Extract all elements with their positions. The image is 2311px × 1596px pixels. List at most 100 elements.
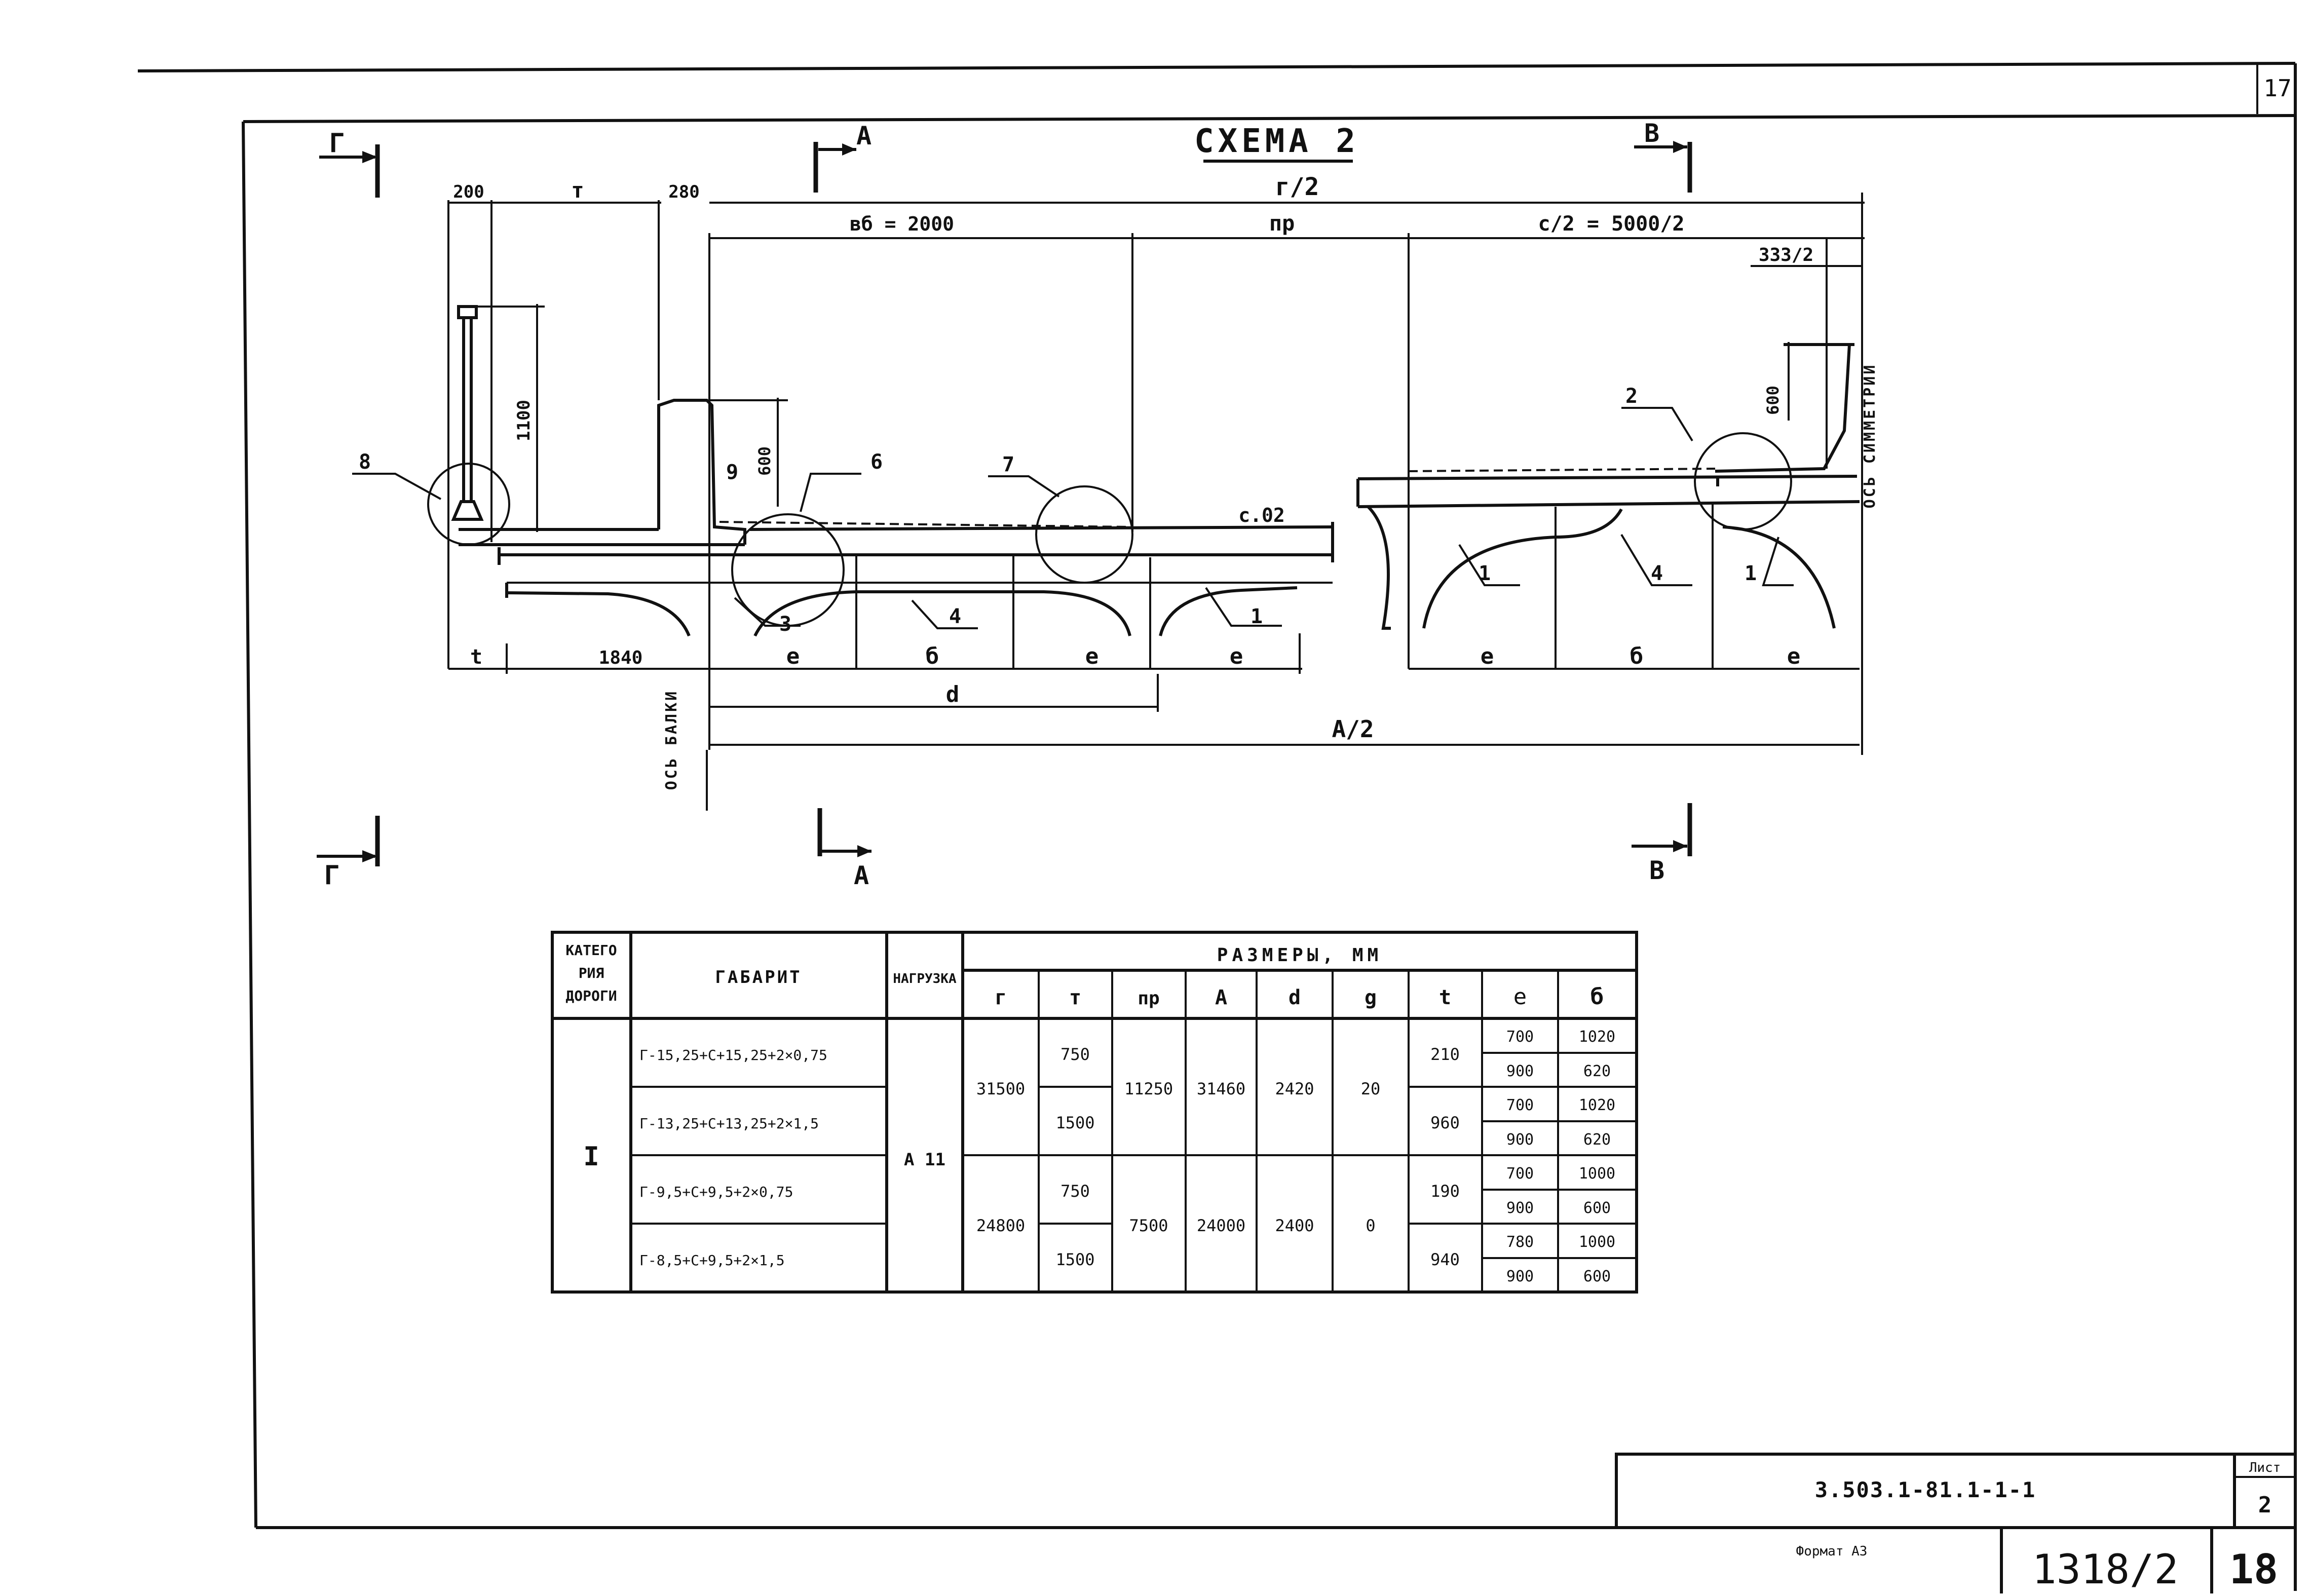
th-load: НАГРУЗКА (893, 971, 957, 986)
corner-number: 17 (2263, 74, 2291, 102)
dim-600: 600 (755, 446, 774, 476)
td-t2-2: 960 (1430, 1113, 1460, 1132)
section-v-top: В (1644, 119, 1659, 148)
th-pr: пр (1138, 988, 1159, 1009)
dim-b2: б (1630, 643, 1644, 669)
dim-half-g: г/2 (1275, 173, 1319, 201)
dim-slope: с.02 (1238, 504, 1285, 526)
callout-3: 3 (779, 613, 791, 636)
sheet-frame (137, 62, 2297, 1591)
section-a-bottom: А (854, 861, 869, 890)
td-g2-2: 0 (1366, 1216, 1375, 1235)
dim-top-t: т (571, 178, 584, 203)
td-b-6: 600 (1583, 1199, 1611, 1217)
dim-top-280: 280 (668, 182, 699, 202)
th-g2: g (1365, 986, 1377, 1009)
td-g2-1: 20 (1361, 1079, 1381, 1098)
td-t2-1: 210 (1430, 1045, 1460, 1064)
td-e-3: 700 (1506, 1096, 1534, 1114)
sheet-label: Лист (2249, 1460, 2281, 1475)
section-a-top: А (856, 121, 872, 150)
td-A-1: 31460 (1197, 1079, 1245, 1098)
section-g-top: Г (329, 128, 345, 159)
section-g-bottom: Г (324, 860, 339, 891)
sheet-number: 2 (2258, 1492, 2272, 1518)
scheme-title: СХЕМА 2 (1194, 123, 1359, 160)
archive-sheet: 18 (2229, 1546, 2278, 1593)
td-pr-1: 11250 (1124, 1079, 1173, 1098)
top-dimensions (447, 193, 1865, 755)
td-e-6: 900 (1506, 1199, 1534, 1217)
callout-1a: 1 (1251, 605, 1263, 628)
beam-axis-label: ОСЬ БАЛКИ (663, 690, 680, 790)
callout-7: 7 (1002, 453, 1014, 476)
dim-d: d (946, 681, 960, 707)
doc-code: 3.503.1-81.1-1-1 (1815, 1477, 2036, 1502)
callout-1c: 1 (1745, 562, 1757, 585)
dim-c-half: с/2 = 5000/2 (1538, 212, 1685, 236)
td-pr-2: 7500 (1129, 1216, 1168, 1235)
th-t2: t (1439, 986, 1451, 1009)
dim-1100: 1100 (514, 400, 534, 441)
td-t2-4: 940 (1430, 1250, 1460, 1269)
th-category-1: КАТЕГО (565, 942, 617, 959)
bottom-dimensions (448, 633, 1860, 811)
dim-k-half: ЗЗЗ/2 (1759, 245, 1813, 265)
th-t: т (1069, 986, 1081, 1009)
td-d-1: 2420 (1275, 1079, 1314, 1098)
section-marks (317, 141, 1692, 866)
format-label: Формат А3 (1796, 1544, 1868, 1559)
th-g: г (995, 986, 1007, 1009)
dim-9: 9 (726, 461, 738, 484)
td-t-1: 750 (1060, 1045, 1090, 1064)
dim-e2: е (1085, 643, 1099, 669)
td-g-1: 31500 (976, 1079, 1025, 1098)
td-b-8: 600 (1583, 1268, 1611, 1285)
th-e: е (1513, 984, 1527, 1010)
td-gabarit-3: Г-9,5+С+9,5+2×0,75 (639, 1184, 793, 1200)
td-category: I (583, 1142, 599, 1172)
dim-b1: б (926, 643, 939, 669)
td-gabarit-1: Г-15,25+С+15,25+2×0,75 (639, 1047, 827, 1063)
th-A: А (1215, 986, 1227, 1009)
callout-4b: 4 (1651, 562, 1663, 585)
td-b-2: 620 (1583, 1062, 1611, 1080)
dim-e5: е (1787, 643, 1801, 669)
title-block (1615, 1453, 2297, 1593)
th-category-2: РИЯ (579, 965, 604, 981)
td-d-2: 2400 (1275, 1216, 1314, 1235)
cross-section-right (1356, 238, 1860, 669)
td-gabarit-4: Г-8,5+С+9,5+2×1,5 (639, 1252, 785, 1269)
section-v-bottom: В (1649, 856, 1664, 885)
cross-section-left (427, 304, 1334, 669)
td-e-7: 780 (1506, 1233, 1534, 1251)
td-t-4: 1500 (1055, 1250, 1094, 1269)
td-b-7: 1000 (1579, 1233, 1615, 1251)
dim-600b: 600 (1763, 386, 1783, 415)
td-e-5: 700 (1506, 1165, 1534, 1183)
dim-bot-1840: 1840 (599, 648, 643, 668)
td-gabarit-2: Г-13,25+С+13,25+2×1,5 (639, 1115, 819, 1132)
th-d: d (1289, 986, 1301, 1009)
callout-leaders (352, 407, 1794, 629)
td-e-4: 900 (1506, 1131, 1534, 1149)
td-t-2: 1500 (1055, 1113, 1094, 1132)
td-A-2: 24000 (1197, 1216, 1245, 1235)
callout-8: 8 (359, 450, 371, 474)
callout-6: 6 (870, 450, 883, 474)
th-category-3: ДОРОГИ (565, 987, 617, 1004)
sizes-table (551, 931, 1638, 1294)
sym-axis-label: ОСЬ СИММЕТРИИ (1861, 363, 1879, 509)
dim-pr: пр (1269, 211, 1295, 236)
dim-top-200: 200 (453, 182, 484, 202)
td-load: А 11 (904, 1150, 945, 1170)
callout-1b: 1 (1479, 562, 1491, 585)
archive-number: 1318/2 (2032, 1546, 2179, 1593)
dim-A-half: A/2 (1332, 715, 1374, 743)
th-gabarit: ГАБАРИТ (715, 967, 802, 987)
td-g-2: 24800 (976, 1216, 1025, 1235)
th-b: б (1590, 984, 1604, 1010)
dim-vb: вб = 2000 (850, 213, 954, 235)
td-b-1: 1020 (1579, 1028, 1615, 1046)
